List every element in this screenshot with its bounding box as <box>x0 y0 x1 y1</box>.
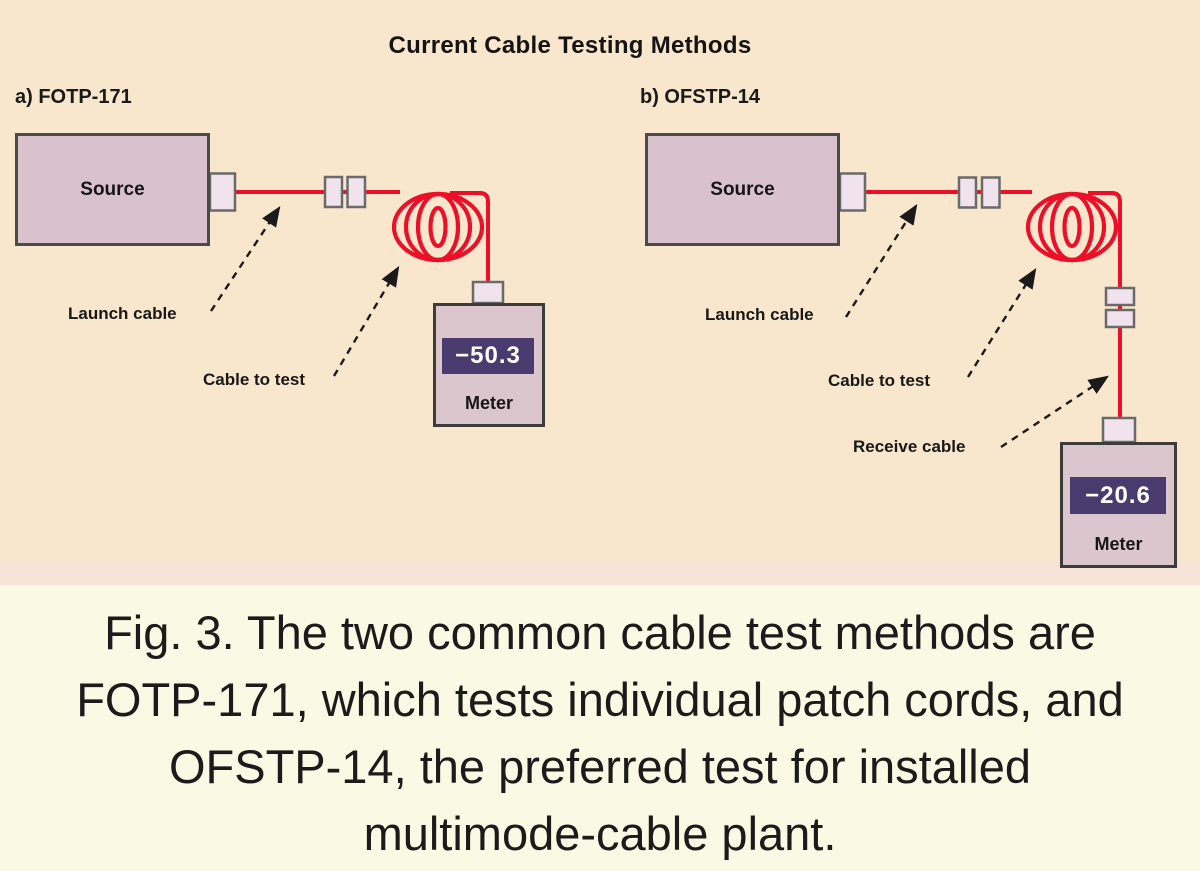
caption-line-4: multimode-cable plant. <box>363 807 837 860</box>
inline-connector-a-right <box>346 175 367 209</box>
inline-connector-a-left <box>323 175 344 209</box>
fiber-coil-b <box>1028 194 1116 260</box>
meter-box-b: −20.6 Meter <box>1060 442 1177 568</box>
source-box-b: Source <box>645 133 840 246</box>
launch-cable-annotation-b: Launch cable <box>705 305 814 324</box>
receive-cable-annotation-b: Receive cable <box>853 437 966 456</box>
cable-to-test-annotation-b: Cable to test <box>828 371 931 390</box>
wiring-layer <box>208 172 1137 449</box>
source-box-a-label: Source <box>80 178 145 200</box>
meter-display-b: −20.6 <box>1070 477 1166 514</box>
inline-connector-b-right <box>980 176 1001 209</box>
diagram-panel: Current Cable Testing Methods a) FOTP-17… <box>0 0 1200 585</box>
setup-a-label: a) FOTP-171 <box>15 86 132 108</box>
meter-port-connector-a <box>471 280 505 305</box>
caption-line-3: OFSTP-14, the preferred test for install… <box>168 740 1032 793</box>
meter-display-a: −50.3 <box>442 338 534 374</box>
receive-connector-b-bottom <box>1104 308 1136 329</box>
source-port-connector-a <box>208 172 237 212</box>
panel-bottom-strip <box>0 561 1200 585</box>
cable-to-test-arrow-a <box>332 265 400 377</box>
launch-cable-annotation-a: Launch cable <box>68 304 177 323</box>
source-box-a: Source <box>15 133 210 246</box>
meter-box-a: −50.3 Meter <box>433 303 545 427</box>
meter-label-a: Meter <box>464 393 513 413</box>
source-box-b-label: Source <box>710 178 775 200</box>
fiber-coil-a <box>394 194 482 260</box>
receive-cable-arrow-b <box>1000 375 1110 449</box>
diagram-title: Current Cable Testing Methods <box>388 32 752 59</box>
receive-connector-b-top <box>1104 286 1136 307</box>
meter-port-connector-b <box>1101 416 1137 444</box>
figure-caption: Fig. 3. The two common cable test method… <box>0 585 1200 871</box>
cable-to-test-drop-a <box>450 191 490 284</box>
inline-connector-b-left <box>957 176 978 209</box>
caption-line-2: FOTP-171, which tests individual patch c… <box>76 673 1124 726</box>
caption-line-1: Fig. 3. The two common cable test method… <box>104 606 1096 659</box>
meter-label-b: Meter <box>1094 534 1143 554</box>
cable-to-test-drop-b <box>1088 191 1122 419</box>
cable-to-test-annotation-a: Cable to test <box>203 370 306 389</box>
cable-to-test-arrow-b <box>966 267 1037 378</box>
setup-b-label: b) OFSTP-14 <box>640 86 761 108</box>
launch-cable-arrow-a <box>209 205 281 312</box>
source-port-connector-b <box>838 172 867 212</box>
launch-cable-arrow-b <box>844 203 918 318</box>
